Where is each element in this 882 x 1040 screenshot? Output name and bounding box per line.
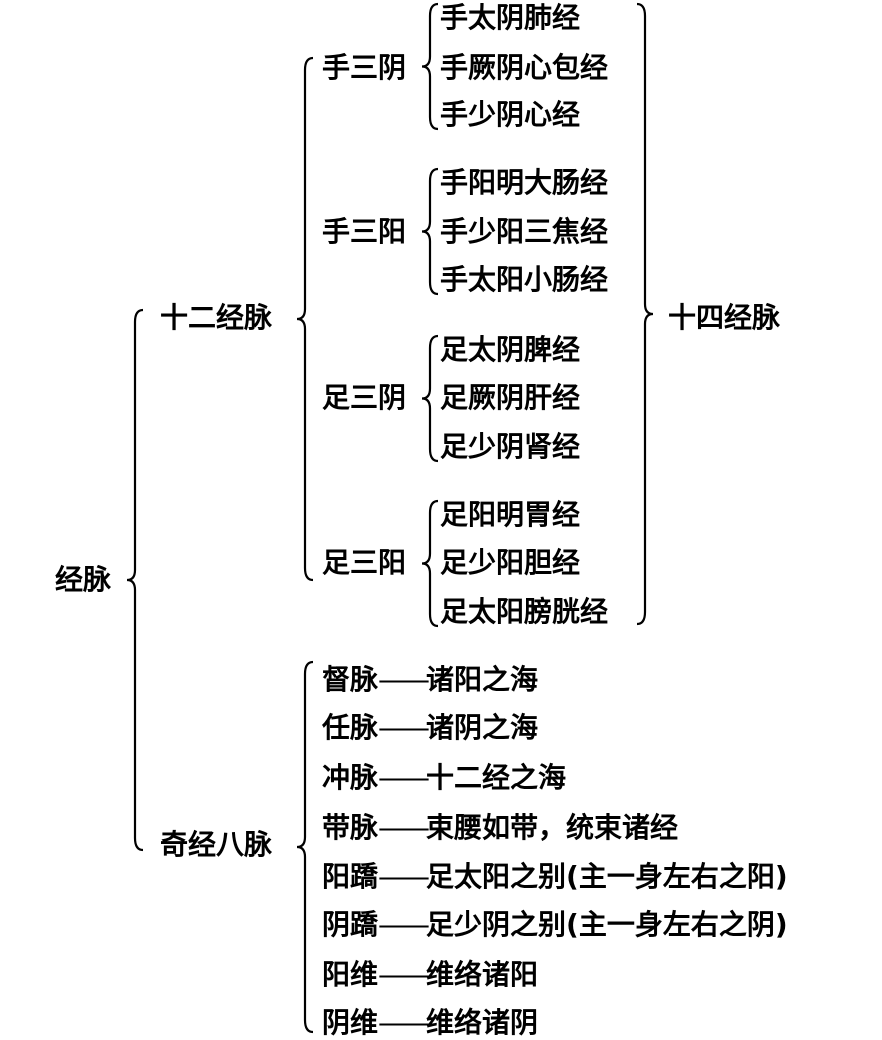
dash: —— [378, 761, 430, 794]
dash: —— [378, 1006, 430, 1039]
extra-meridian-row: 任脉——诸阴之海 [322, 711, 538, 745]
meridian-item: 足太阴脾经 [440, 333, 581, 366]
meridian-item: 手少阳三焦经 [440, 215, 609, 248]
fourteen-brace [636, 2, 654, 626]
meridian-item: 足厥阴肝经 [440, 381, 581, 414]
dash: —— [378, 860, 430, 893]
meridian-item: 足太阳膀胱经 [440, 595, 609, 628]
extra-meridian-row: 冲脉——十二经之海 [322, 761, 566, 795]
extra-meridian-row: 带脉——束腰如带，统束诸经 [322, 811, 678, 845]
extra-meridian-name: 任脉 [322, 711, 379, 744]
meridian-item: 足少阳胆经 [440, 546, 581, 579]
root-brace [126, 308, 144, 852]
dash: —— [378, 958, 430, 991]
meridian-item: 手阳明大肠经 [440, 166, 609, 199]
extra-meridian-name: 督脉 [322, 663, 379, 696]
meridian-item: 手太阳小肠经 [440, 263, 609, 296]
extra-meridian-name: 阴维 [322, 1006, 379, 1039]
dash: —— [378, 908, 430, 941]
extra-meridian-name: 冲脉 [322, 761, 379, 794]
dash: —— [378, 811, 430, 844]
meridian-item: 手厥阴心包经 [440, 51, 609, 84]
extra-meridian-name: 阳蹻 [322, 860, 379, 893]
extra-meridian-desc: 维络诸阴 [426, 1006, 539, 1039]
extra-meridian-row: 督脉——诸阳之海 [322, 663, 538, 697]
fourteen-meridians-label: 十四经脉 [668, 301, 781, 334]
group-brace [421, 167, 439, 296]
group-brace [421, 499, 439, 628]
extra-meridian-desc: 足太阳之别(主一身左右之阳) [426, 860, 788, 893]
group-brace [421, 334, 439, 463]
dash: —— [378, 711, 430, 744]
extra-meridian-row: 阴蹻——足少阴之别(主一身左右之阴) [322, 908, 788, 942]
extra-meridian-desc: 足少阴之别(主一身左右之阴) [426, 908, 788, 941]
meridian-item: 手太阴肺经 [440, 1, 581, 34]
meridian-item: 手少阴心经 [440, 98, 581, 131]
dash: —— [378, 663, 430, 696]
group-label: 足三阴 [322, 381, 407, 414]
group-brace [421, 2, 439, 131]
extra-meridian-name: 带脉 [322, 811, 379, 844]
meridian-item: 足少阴肾经 [440, 430, 581, 463]
group-label: 手三阳 [322, 215, 407, 248]
extra-meridian-desc: 十二经之海 [426, 761, 567, 794]
extra-meridian-name: 阳维 [322, 958, 379, 991]
extra-meridian-desc: 诸阳之海 [426, 663, 539, 696]
twelve-brace [296, 56, 314, 582]
extra-meridian-row: 阳维——维络诸阳 [322, 958, 538, 992]
extra-meridian-desc: 诸阴之海 [426, 711, 539, 744]
eight-brace [296, 660, 314, 1034]
eight-extra-meridians-label: 奇经八脉 [160, 828, 273, 861]
meridian-item: 足阳明胃经 [440, 498, 581, 531]
extra-meridian-row: 阴维——维络诸阴 [322, 1006, 538, 1040]
root-label: 经脉 [55, 563, 112, 596]
twelve-meridians-label: 十二经脉 [160, 301, 273, 334]
extra-meridian-row: 阳蹻——足太阳之别(主一身左右之阳) [322, 860, 788, 894]
extra-meridian-desc: 维络诸阳 [426, 958, 539, 991]
extra-meridian-name: 阴蹻 [322, 908, 379, 941]
extra-meridian-desc: 束腰如带，统束诸经 [426, 811, 679, 844]
group-label: 足三阳 [322, 546, 407, 579]
group-label: 手三阴 [322, 51, 407, 84]
